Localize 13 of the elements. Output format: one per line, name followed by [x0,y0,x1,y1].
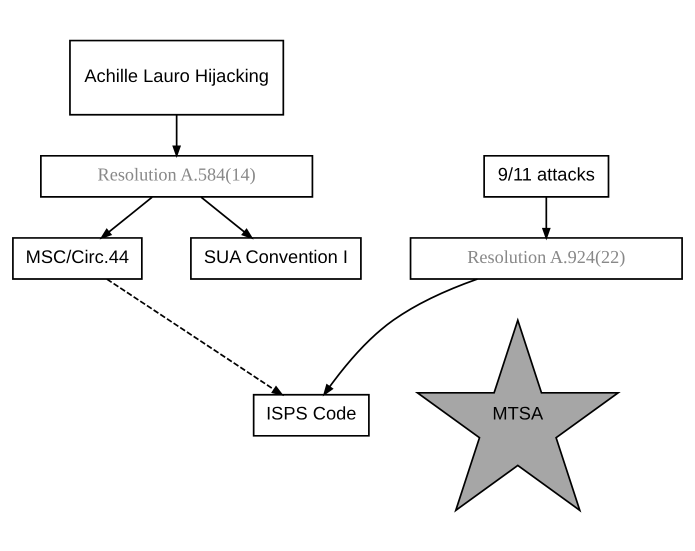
node-box: ISPS Code [252,394,370,437]
node-box: 9/11 attacks [483,154,610,198]
arrow [542,197,551,240]
node-box: Resolution A.924(22) [410,237,683,280]
node-box: SUA Convention I [190,237,362,280]
arrow [200,196,254,240]
arrow [172,115,182,158]
arrow [100,196,153,240]
arrow [322,278,478,396]
node-box: Resolution A.584(14) [40,154,314,198]
arrow [106,278,284,396]
node-box: Achille Lauro Hijacking [69,40,284,116]
node-box: MSC/Circ.44 [12,237,143,280]
